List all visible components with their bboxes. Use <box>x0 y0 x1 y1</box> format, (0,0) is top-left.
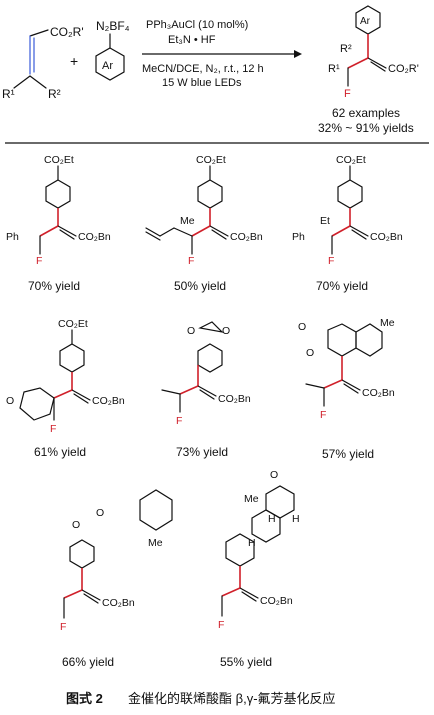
ex8-h2-label: H <box>268 513 276 525</box>
example-1: CO₂Et CO₂Bn Ph F 70% yield <box>6 154 111 293</box>
example-5: O O CO₂Bn F 73% yield <box>161 321 251 459</box>
plus-sign: + <box>70 53 78 69</box>
fluoride-text: Et₃N • HF <box>168 34 216 46</box>
light-text: 15 W blue LEDs <box>162 77 242 89</box>
product-structure: Ar CO₂R' R¹ R² F <box>328 5 419 100</box>
example-3: CO₂Et CO₂Bn Ph Et F 70% yield <box>292 154 403 293</box>
ex8-h3-label: H <box>248 537 256 549</box>
product-ring-label: Ar <box>360 16 371 27</box>
ex2-top-label: CO₂Et <box>196 154 226 166</box>
ex4-top-label: CO₂Et <box>58 318 88 330</box>
ex7-o2-label: O <box>72 519 80 531</box>
caption-text: 金催化的联烯酸酯 β,γ-氟芳基化反应 <box>128 691 336 706</box>
example-7: O O Me CO₂Bn F 66% yield <box>60 489 173 669</box>
ex6-ester-label: CO₂Bn <box>362 387 395 399</box>
example-2: CO₂Et CO₂Bn Me F 50% yield <box>145 154 263 293</box>
ex6-oc-label: O <box>298 321 306 333</box>
ex1-ester-label: CO₂Bn <box>78 231 111 243</box>
reaction-conditions: PPh₃AuCl (10 mol%) Et₃N • HF MeCN/DCE, N… <box>142 19 302 89</box>
ex4-ester-label: CO₂Bn <box>92 395 125 407</box>
ex5-o2-label: O <box>222 325 230 337</box>
ex7-o1-label: O <box>96 507 104 519</box>
reaction-arrowhead <box>294 50 302 58</box>
diazonium-ring-label: Ar <box>102 60 113 72</box>
ex2-ester-label: CO₂Bn <box>230 231 263 243</box>
ex1-ph-label: Ph <box>6 231 19 243</box>
ex3-et-label: Et <box>320 215 330 227</box>
product-ester-label: CO₂R' <box>388 63 419 75</box>
ex6-yield: 57% yield <box>322 447 374 461</box>
ex4-yield: 61% yield <box>34 445 86 459</box>
ex3-f-label: F <box>328 255 334 267</box>
allene-reactant: CO₂R' R¹ R² <box>2 25 84 101</box>
ex8-f-label: F <box>218 619 224 631</box>
ex7-f-label: F <box>60 621 66 633</box>
ex6-f-label: F <box>320 409 326 421</box>
diazonium-reactant: N₂BF₄ Ar <box>95 19 130 81</box>
ex1-f-label: F <box>36 255 42 267</box>
product-r2-label: R² <box>340 43 352 55</box>
ex5-o1-label: O <box>187 325 195 337</box>
ex2-me-label: Me <box>180 215 195 227</box>
solvent-text: MeCN/DCE, N₂, r.t., 12 h <box>142 63 264 75</box>
yield-range-text: 32% ~ 91% yields <box>318 121 414 135</box>
ex8-ester-label: CO₂Bn <box>260 595 293 607</box>
ex5-f-label: F <box>176 415 182 427</box>
example-4: CO₂Et CO₂Bn O F 61% yield <box>6 318 125 459</box>
ex2-f-label: F <box>188 255 194 267</box>
ex8-o-label: O <box>270 469 278 481</box>
ex8-yield: 55% yield <box>220 655 272 669</box>
allene-r2-label: R² <box>48 87 61 101</box>
example-6: O Me O CO₂Bn F 57% yield <box>298 317 395 461</box>
ex5-ester-label: CO₂Bn <box>218 393 251 405</box>
ex8-h1-label: H <box>292 513 300 525</box>
product-r1-label: R¹ <box>328 63 340 75</box>
ex2-yield: 50% yield <box>174 279 226 293</box>
ex3-ester-label: CO₂Bn <box>370 231 403 243</box>
allene-ester-label: CO₂R' <box>50 25 84 39</box>
ex7-yield: 66% yield <box>62 655 114 669</box>
ex6-o-label: O <box>306 347 314 359</box>
ex3-ph-label: Ph <box>292 231 305 243</box>
ex7-me-label: Me <box>148 537 163 549</box>
ex3-top-label: CO₂Et <box>336 154 366 166</box>
ex5-yield: 73% yield <box>176 445 228 459</box>
ex4-f-label: F <box>50 423 56 435</box>
allene-r1-label: R¹ <box>2 87 15 101</box>
ex8-me-label: Me <box>244 493 259 505</box>
scope-text: 62 examples <box>332 106 400 120</box>
catalyst-text: PPh₃AuCl (10 mol%) <box>146 19 248 31</box>
diazonium-group-label: N₂BF₄ <box>96 19 130 33</box>
product-f-label: F <box>344 88 351 100</box>
ex1-yield: 70% yield <box>28 279 80 293</box>
ex3-yield: 70% yield <box>316 279 368 293</box>
ex4-o-label: O <box>6 395 14 407</box>
ex6-me-label: Me <box>380 317 395 329</box>
ex7-ester-label: CO₂Bn <box>102 597 135 609</box>
example-8: O Me H H H CO₂Bn F 55% yield <box>218 469 300 669</box>
caption-label: 图式 2 <box>66 691 103 706</box>
ex1-top-label: CO₂Et <box>44 154 74 166</box>
